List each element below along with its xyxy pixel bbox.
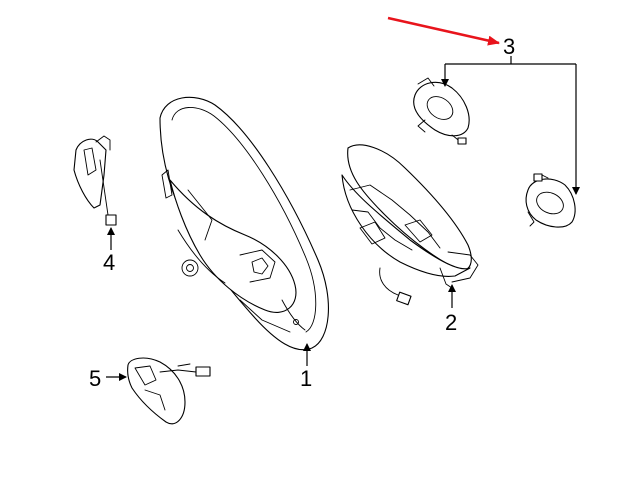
steering-wheel-part	[159, 96, 329, 351]
highlight-arrow	[387, 16, 500, 46]
switch-part	[127, 357, 211, 425]
clockspring-lower-part	[525, 173, 576, 228]
bracket-part	[73, 135, 117, 226]
airbag-module-part	[341, 144, 479, 306]
callout-5: 5	[89, 366, 101, 391]
callout-4: 4	[103, 250, 115, 275]
callout-1: 1	[300, 366, 312, 391]
callout-3: 3	[503, 34, 515, 59]
clockspring-upper-part	[413, 77, 470, 145]
callout-2: 2	[445, 310, 457, 335]
